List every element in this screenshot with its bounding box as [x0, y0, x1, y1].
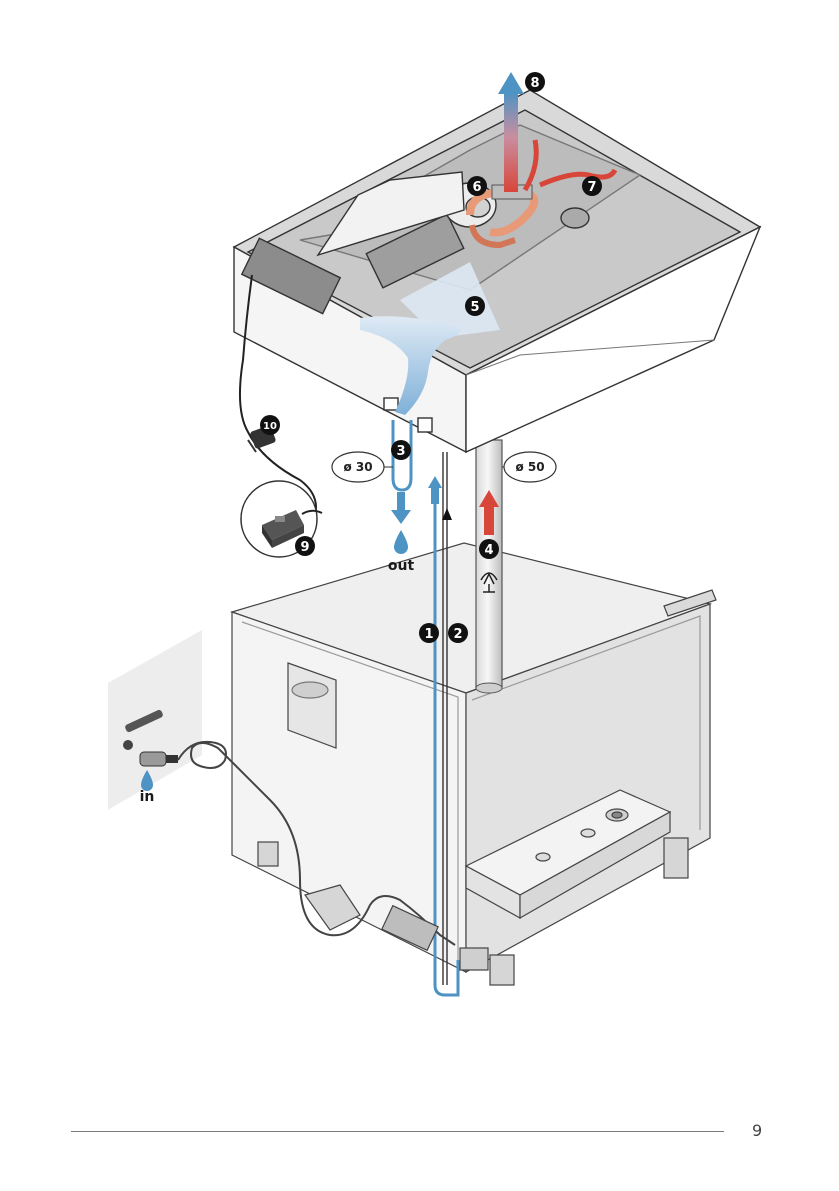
cabinet-leg [664, 838, 688, 878]
exhaust-arrow-shaft [504, 92, 518, 192]
callout-7: 7 [582, 176, 602, 196]
svg-text:10: 10 [263, 421, 277, 432]
svg-text:6: 6 [472, 180, 481, 195]
upper-unit [234, 90, 760, 452]
svg-text:7: 7 [587, 180, 596, 195]
svg-text:2: 2 [453, 627, 462, 642]
inlet-label: in [140, 789, 155, 805]
drain-out-arrow-shaft [397, 492, 405, 512]
callout-1: 1 [419, 623, 439, 643]
brand-logo [292, 682, 328, 698]
svg-text:1: 1 [424, 627, 433, 642]
svg-text:4: 4 [484, 543, 493, 558]
cabinet-leg [490, 955, 514, 985]
lower-cabinet [232, 543, 716, 985]
callout-2: 2 [448, 623, 468, 643]
exhaust-pipe-pole [476, 440, 502, 688]
svg-text:5: 5 [470, 300, 479, 315]
callout-10: 10 [260, 415, 280, 435]
svg-text:9: 9 [300, 540, 309, 555]
flow-arrow-icon [498, 72, 524, 94]
callout-3: 3 [391, 440, 411, 460]
rear-fan [561, 208, 589, 228]
svg-text:ø 50: ø 50 [515, 460, 544, 474]
cabinet-leg [258, 842, 278, 866]
page-number: 9 [752, 1121, 762, 1140]
svg-text:8: 8 [530, 76, 539, 91]
drain-diameter-label: ø 30 [332, 452, 393, 482]
callout-4: 4 [479, 539, 499, 559]
callout-6: 6 [467, 176, 487, 196]
flow-arrow-icon [428, 476, 442, 488]
footer-rule [71, 1131, 724, 1132]
drain-panel [384, 398, 398, 410]
outlet-label: out [388, 558, 415, 574]
water-drop-icon [394, 530, 408, 554]
svg-text:ø 30: ø 30 [343, 460, 372, 474]
hot-air-arrow-shaft [484, 505, 494, 535]
flow-arrow-icon [391, 510, 411, 524]
callout-5: 5 [465, 296, 485, 316]
svg-text:3: 3 [396, 444, 405, 459]
exhaust-diameter-label: ø 50 [502, 452, 556, 482]
callout-8: 8 [525, 72, 545, 92]
callout-9: 9 [295, 536, 315, 556]
